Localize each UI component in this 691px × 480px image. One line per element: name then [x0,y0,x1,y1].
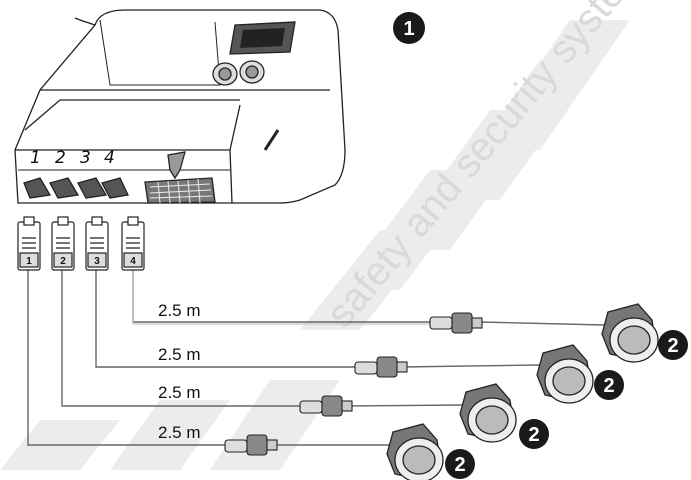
inline-connector-2 [299,395,353,417]
plug-2: 2 [51,216,75,271]
port-labels: 1 2 3 4 [30,148,115,168]
callout-sensor-2: 2 [519,419,549,449]
sensor-callouts: 2 2 2 2 [445,330,688,479]
inline-connector-1 [224,434,278,456]
sensor-socket-2 [49,177,80,199]
inline-connector-3 [354,356,408,378]
svg-text:2: 2 [528,424,539,446]
sensors [386,303,659,480]
control-unit [14,9,346,204]
cable-length-4: 2.5 m [158,301,201,320]
plug-label-3: 3 [94,256,100,267]
cable-2 [61,270,300,407]
cable-1 [27,270,225,446]
port-label-4: 4 [104,148,115,168]
callout-unit: 1 [393,12,425,44]
port-label-1: 1 [30,148,41,168]
plug-label-4: 4 [130,256,136,267]
inline-connectors [224,312,483,456]
sensor-3 [536,344,594,404]
plug-1: 1 [17,216,41,271]
callout-sensor-1: 2 [445,449,475,479]
cable-latch [167,151,186,180]
cable-length-2: 2.5 m [158,383,201,402]
port-label-3: 3 [80,148,91,168]
sensor-socket-4 [101,177,129,199]
callout-unit-number: 1 [403,18,414,40]
callout-sensor-3: 2 [594,370,624,400]
plug-4: 4 [121,216,145,271]
svg-text:2: 2 [603,375,614,397]
plugs: 1 2 3 4 [17,216,145,271]
svg-text:2: 2 [454,454,465,476]
plug-label-2: 2 [60,256,66,267]
callout-sensor-4: 2 [658,330,688,360]
power-connector [144,177,216,204]
svg-text:2: 2 [667,335,678,357]
cable-3 [95,270,355,368]
sensor-socket-1 [23,177,52,199]
sensor-2 [459,383,517,443]
inline-connector-4 [429,312,483,334]
plug-label-1: 1 [26,256,32,267]
sensor-4 [601,303,659,363]
cables [27,270,606,446]
cable-length-1: 2.5 m [158,423,201,442]
cable-length-labels: 2.5 m 2.5 m 2.5 m 2.5 m [158,301,201,442]
port-label-2: 2 [55,148,66,168]
cable-length-3: 2.5 m [158,345,201,364]
plug-3: 3 [85,216,109,271]
sensor-socket-3 [77,177,108,199]
sensor-1 [386,423,444,480]
